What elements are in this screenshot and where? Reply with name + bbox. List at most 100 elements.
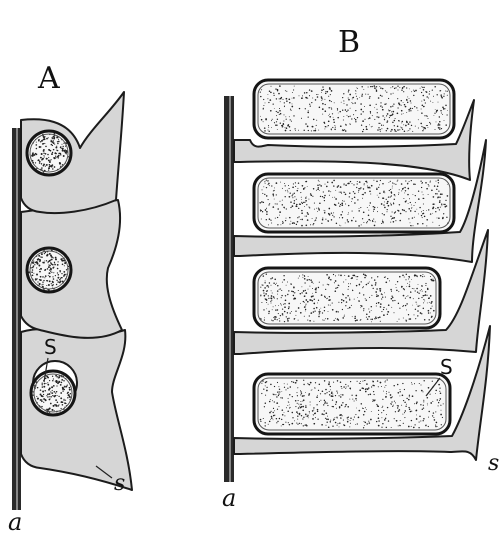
stipple-dot [335,403,337,405]
stipple-dot [315,217,317,219]
stipple-dot [343,129,346,131]
stipple-dot [263,127,266,129]
stipple-dot [408,394,411,396]
stipple-dot [356,180,358,183]
stipple-dot [322,113,324,115]
stipple-dot [350,388,351,390]
stipple-dot [356,407,358,409]
stipple-dot [424,115,426,117]
stipple-dot [324,296,326,298]
stipple-dot [405,319,407,321]
stipple-dot [288,126,291,128]
stipple-dot [323,310,326,312]
stipple-dot [265,179,267,181]
stipple-dot [344,192,346,193]
stipple-dot [325,412,328,415]
stipple-dot [407,123,410,125]
stipple-dot [65,273,67,275]
stipple-dot [438,123,440,125]
stipple-dot [301,292,303,294]
stipple-dot [58,380,60,382]
stipple-dot [354,317,356,320]
stipple-dot [328,296,331,298]
stipple-dot [369,95,371,98]
stipple-dot [39,269,40,270]
stipple-dot [35,153,38,156]
stipple-dot [318,315,320,318]
stipple-dot [439,387,441,389]
stipple-dot [323,399,326,402]
stipple-dot [424,291,427,293]
stipple-dot [355,93,357,95]
stipple-dot [268,310,270,313]
stipple-dot [306,212,309,214]
stipple-dot [263,294,265,296]
stipple-dot [45,163,48,166]
stipple-dot [44,268,47,271]
stipple-dot [283,303,284,305]
stipple-dot [396,321,398,323]
stipple-dot [365,316,367,318]
stipple-dot [322,85,324,87]
stipple-dot [278,406,280,408]
stipple-dot [375,317,377,319]
stipple-dot [329,94,331,96]
stipple-dot [266,389,268,392]
panel-b-sheath-3 [233,229,489,355]
stipple-dot [293,202,296,205]
stipple-dot [442,403,444,405]
stipple-dot [418,421,420,423]
stipple-dot [278,92,280,95]
stipple-dot [369,112,372,114]
stipple-dot [313,302,316,305]
stipple-dot [302,425,304,427]
stipple-dot [431,279,433,282]
stipple-dot [387,420,390,422]
stipple-dot [303,277,306,280]
stipple-dot [337,311,339,313]
stipple-dot [305,404,307,406]
stipple-dot [268,204,270,206]
stipple-dot [284,127,286,129]
stipple-dot [352,191,355,193]
stipple-dot [263,186,265,188]
stipple-dot [316,93,318,96]
stipple-dot [42,142,45,145]
stipple-dot [372,210,375,212]
stipple-dot [281,289,283,291]
stipple-dot [398,291,400,293]
stipple-dot [330,212,333,214]
stipple-dot [430,402,433,404]
stipple-dot [385,281,388,284]
stipple-dot [63,388,65,391]
stipple-dot [58,404,60,406]
stipple-dot [435,110,438,112]
stipple-dot [320,185,323,187]
stipple-dot [42,164,45,167]
stipple-dot [368,209,370,211]
stipple-dot [382,220,384,223]
stipple-dot [281,418,283,421]
stipple-dot [55,380,58,383]
stipple-dot [411,107,414,109]
stipple-dot [306,204,308,206]
stipple-dot [34,162,37,164]
stipple-dot [340,101,342,103]
stipple-dot [432,196,435,198]
stipple-dot [376,108,378,110]
stipple-dot [358,207,360,209]
stipple-dot [283,120,285,122]
stipple-dot [352,419,354,421]
stipple-dot [430,316,433,318]
stipple-dot [301,224,303,227]
stipple-dot [355,424,356,425]
stipple-dot [407,425,410,428]
stipple-dot [284,299,287,302]
stipple-dot [264,181,266,183]
stipple-dot [308,89,311,91]
stipple-dot [423,128,425,130]
stipple-dot [330,128,332,130]
stipple-dot [43,398,46,400]
stipple-dot [429,181,431,183]
stipple-dot [301,202,304,205]
